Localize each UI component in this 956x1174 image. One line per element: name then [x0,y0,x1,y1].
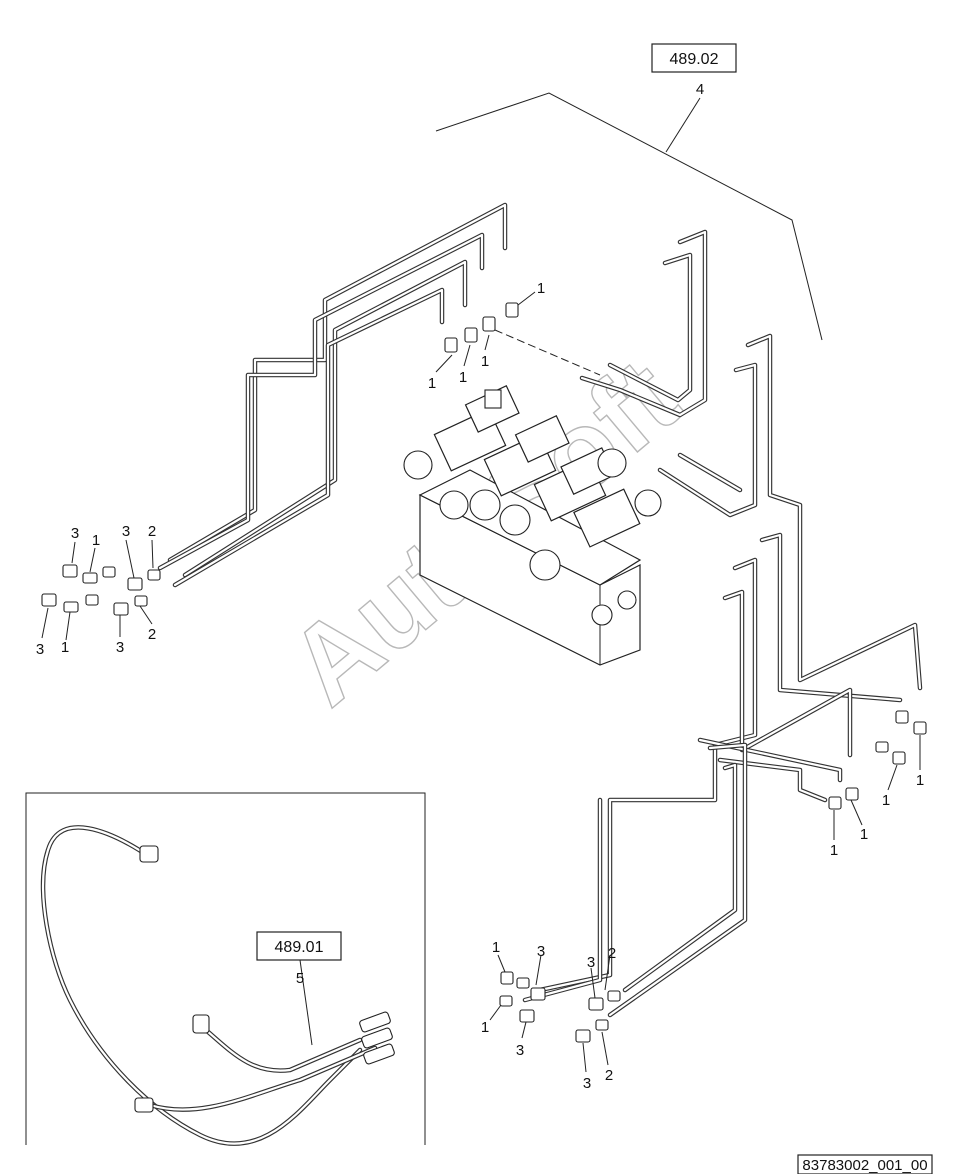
callout-label: 1 [459,369,467,386]
fittings-right [828,710,927,810]
callout-label: 3 [587,954,595,971]
callout-label: 3 [36,641,44,658]
callout-label: 2 [608,945,616,962]
item-number-top: 4 [696,81,704,98]
assembly-bracket-top [435,92,823,341]
callout-label: 3 [116,639,124,656]
callout-label: 3 [71,525,79,542]
callout-label: 1 [882,792,890,809]
callout-label: 1 [481,1019,489,1036]
callout-label: 1 [830,842,838,859]
callout-label: 3 [516,1042,524,1059]
fittings-left [41,564,161,616]
drawing-number-box: 83783002_001_00 [797,1154,933,1174]
callouts-right: 1 1 1 1 [830,735,924,859]
callout-label: 3 [537,943,545,960]
callout-label: 1 [428,375,436,392]
callout-label: 1 [61,639,69,656]
item-number-inset: 5 [296,970,304,987]
pipe-bundle-left [157,202,508,588]
callout-label: 2 [148,523,156,540]
pipe-bundle-right-upper [579,229,923,691]
callout-label: 1 [92,532,100,549]
callout-label: 2 [605,1067,613,1084]
callout-label: 1 [481,353,489,370]
callout-label: 1 [860,826,868,843]
reference-box-top[interactable]: 489.02 [651,43,737,73]
callouts-left: 3 1 3 2 3 1 3 2 [36,523,156,658]
fittings-top-center [444,302,601,376]
reference-code-inset: 489.01 [275,939,324,956]
pipe-bundle-right-lower [522,532,903,1018]
callout-label: 3 [122,523,130,540]
callouts-top-center: 1 1 1 1 [428,280,545,392]
valve-block [403,385,662,666]
callout-label: 2 [148,626,156,643]
callout-label: 1 [537,280,545,297]
callout-label: 1 [916,772,924,789]
inset-panel [25,792,426,1146]
callout-label: 3 [583,1075,591,1092]
fittings-bottom [499,971,621,1043]
reference-box-inset[interactable]: 489.01 [256,931,342,961]
reference-code-top: 489.02 [670,51,719,68]
drawing-number: 83783002_001_00 [802,1157,927,1174]
callout-label: 1 [492,939,500,956]
callouts-bottom: 1 3 3 2 1 3 3 2 [481,939,616,1092]
